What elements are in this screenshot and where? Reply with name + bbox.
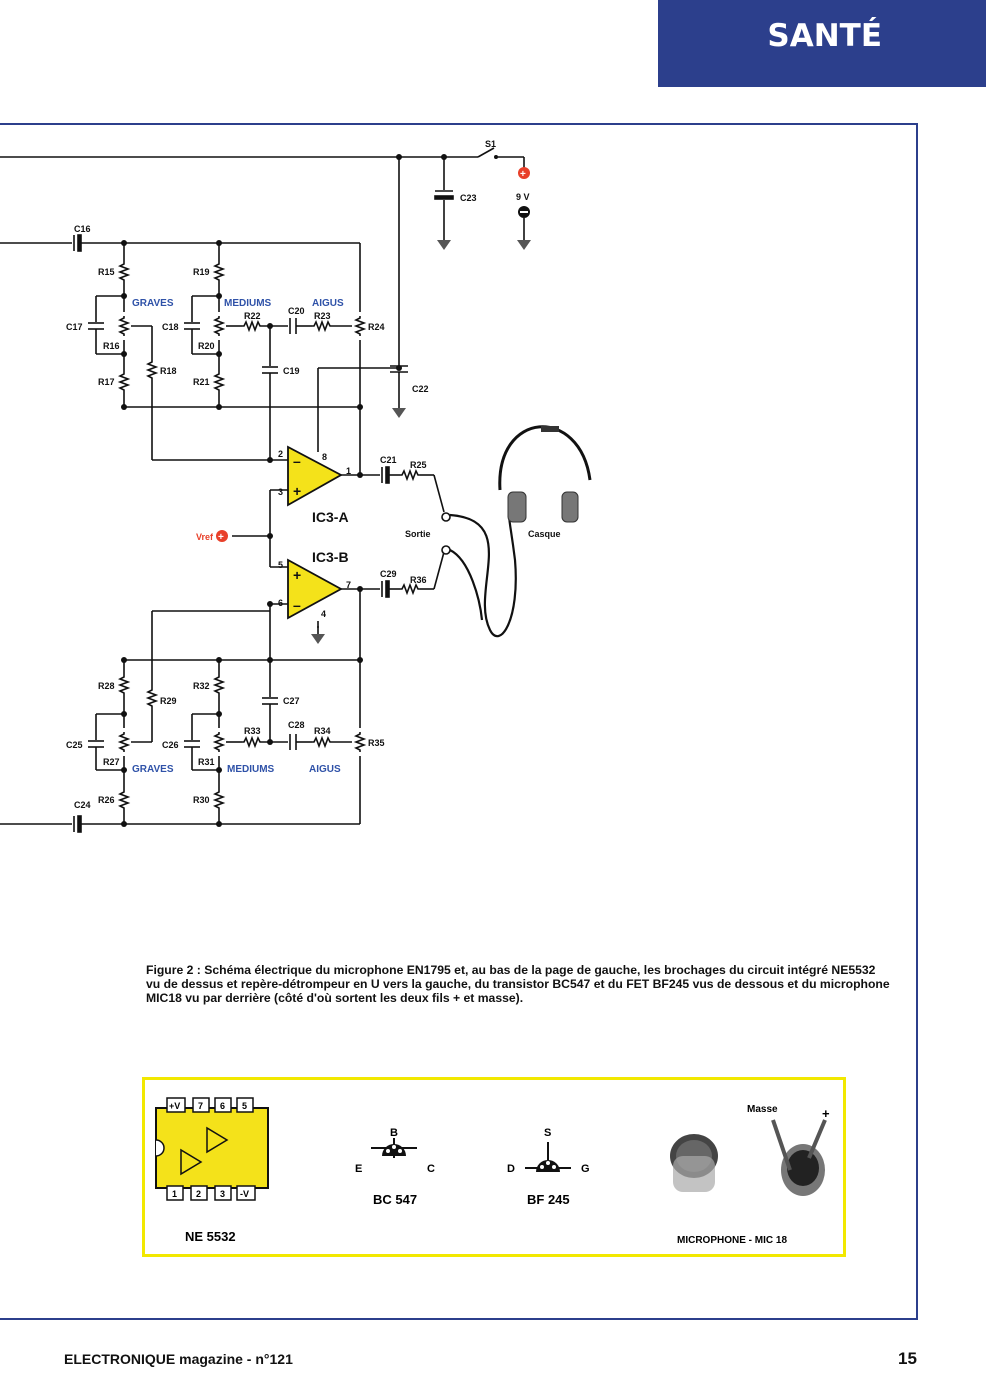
label-pin2: 2	[278, 449, 283, 459]
magazine-footer: ELECTRONIQUE magazine - n°121	[64, 1351, 293, 1367]
ne5532-pin-1: 1	[172, 1189, 177, 1199]
bf245-s: S	[544, 1127, 551, 1139]
svg-text:–: –	[293, 597, 301, 613]
label-c25: C25	[66, 740, 83, 750]
svg-text:+: +	[218, 532, 224, 543]
label-c27: C27	[283, 696, 300, 706]
ne5532-pin-3: 3	[220, 1189, 225, 1199]
label-r31: R31	[198, 757, 215, 767]
pinout-panel: +V 7 6 5 1 2 3 -V NE 5532 B E C BC 547 S…	[142, 1077, 846, 1257]
figure-frame	[0, 123, 918, 1320]
label-r16: R16	[103, 341, 120, 351]
label-r29: R29	[160, 696, 177, 706]
label-r17: R17	[98, 377, 115, 387]
label-c28: C28	[288, 720, 305, 730]
bc547-e: E	[355, 1163, 362, 1175]
bf245-d: D	[507, 1163, 515, 1175]
label-pin6: 6	[278, 598, 283, 608]
label-r36: R36	[410, 575, 427, 585]
label-c26: C26	[162, 740, 179, 750]
label-c18: C18	[162, 322, 179, 332]
label-c21: C21	[380, 455, 397, 465]
label-pin4: 4	[321, 609, 326, 619]
label-r28: R28	[98, 681, 115, 691]
label-aigus-top: AIGUS	[312, 298, 344, 309]
svg-text:+: +	[293, 567, 301, 583]
section-title: SANTÉ	[767, 18, 882, 54]
label-c23: C23	[460, 193, 477, 203]
label-pin1: 1	[346, 466, 351, 476]
section-banner: SANTÉ	[658, 0, 986, 87]
label-r27: R27	[103, 757, 120, 767]
label-r26: R26	[98, 795, 115, 805]
label-sortie: Sortie	[405, 529, 431, 539]
figure-caption: Figure 2 : Schéma électrique du micropho…	[146, 963, 890, 1005]
label-r33: R33	[244, 726, 261, 736]
label-c17: C17	[66, 322, 83, 332]
label-s1: S1	[485, 139, 496, 149]
label-r32: R32	[193, 681, 210, 691]
label-vref: Vref	[196, 532, 214, 542]
ne5532-pin-6: 6	[220, 1101, 225, 1111]
label-r25: R25	[410, 460, 427, 470]
svg-text:+: +	[520, 169, 526, 180]
label-casque: Casque	[528, 529, 561, 539]
svg-text:–: –	[293, 453, 301, 469]
label-pin3: 3	[278, 487, 283, 497]
bc547-name: BC 547	[373, 1192, 417, 1207]
ne5532-name: NE 5532	[185, 1229, 236, 1244]
label-pin8: 8	[322, 452, 327, 462]
label-r21: R21	[193, 377, 210, 387]
label-r23: R23	[314, 311, 331, 321]
label-ic3b: IC3-B	[312, 549, 349, 565]
label-pin5: 5	[278, 560, 283, 570]
label-r30: R30	[193, 795, 210, 805]
label-aigus-bottom: AIGUS	[309, 764, 341, 775]
ne5532-pin-vplus: +V	[169, 1101, 180, 1111]
label-mediums-top: MEDIUMS	[224, 298, 272, 309]
label-r18: R18	[160, 366, 177, 376]
bc547-b: B	[390, 1127, 398, 1139]
ne5532-pin-2: 2	[196, 1189, 201, 1199]
label-c22: C22	[412, 384, 429, 394]
bf245-g: G	[581, 1163, 590, 1175]
ne5532-pin-vminus: -V	[240, 1189, 249, 1199]
bf245-name: BF 245	[527, 1192, 570, 1207]
ne5532-pin-5: 5	[242, 1101, 247, 1111]
label-r24: R24	[368, 322, 385, 332]
page-number: 15	[898, 1349, 917, 1368]
label-r22: R22	[244, 311, 261, 321]
mic-name: MICROPHONE - MIC 18	[677, 1235, 787, 1246]
label-r15: R15	[98, 267, 115, 277]
label-9v: 9 V	[516, 192, 530, 202]
label-ic3a: IC3-A	[312, 509, 349, 525]
label-mediums-bottom: MEDIUMS	[227, 764, 275, 775]
label-graves-top: GRAVES	[132, 298, 174, 309]
mic-masse: Masse	[747, 1104, 778, 1115]
mic-plus: +	[822, 1106, 830, 1121]
label-c19: C19	[283, 366, 300, 376]
label-c29: C29	[380, 569, 397, 579]
label-r35: R35	[368, 738, 385, 748]
label-r20: R20	[198, 341, 215, 351]
label-r19: R19	[193, 267, 210, 277]
bc547-c: C	[427, 1163, 435, 1175]
label-c24: C24	[74, 800, 91, 810]
label-graves-bottom: GRAVES	[132, 764, 174, 775]
label-c16: C16	[74, 224, 91, 234]
label-c20: C20	[288, 306, 305, 316]
ne5532-pin-7: 7	[198, 1101, 203, 1111]
label-r34: R34	[314, 726, 331, 736]
svg-text:+: +	[293, 483, 301, 499]
pinout-drawings: +V 7 6 5 1 2 3 -V NE 5532 B E C BC 547 S…	[155, 1097, 830, 1246]
label-pin7: 7	[346, 580, 351, 590]
